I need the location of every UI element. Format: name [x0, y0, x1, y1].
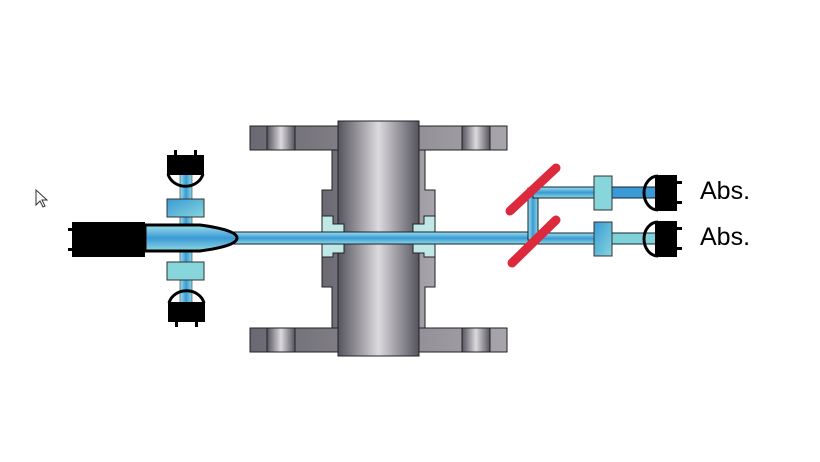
detector-label-upper: Abs.	[700, 177, 751, 205]
mirror	[507, 215, 561, 268]
lens-upper-right	[593, 175, 613, 211]
detector-upper-right	[642, 174, 682, 212]
detector-top-left	[166, 150, 205, 188]
mouse-cursor-icon	[35, 188, 49, 208]
detector-label-lower: Abs.	[700, 223, 751, 251]
beam-splitter-mirror	[505, 163, 561, 216]
detector-bottom-left	[167, 289, 206, 327]
lens-lower-left	[166, 261, 205, 281]
lens-upper-left	[166, 198, 205, 218]
detector-lower-right	[642, 220, 682, 258]
light-source	[68, 222, 239, 257]
main-beam	[229, 231, 534, 245]
lens-lower-right	[593, 221, 613, 257]
